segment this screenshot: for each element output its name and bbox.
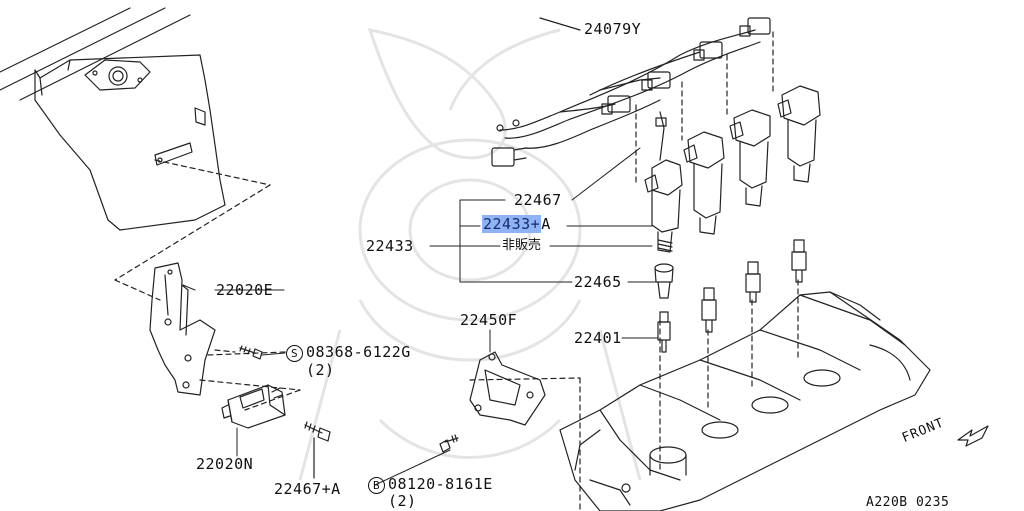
label-bolt-08368-qty: (2)	[306, 361, 335, 379]
leader-lines	[182, 147, 659, 486]
spark-plug-4	[791, 239, 807, 283]
label-22433a-highlight[interactable]: 22433+	[482, 215, 542, 233]
label-22433a-suffix: A	[541, 215, 551, 233]
label-22433[interactable]: 22433	[366, 237, 414, 255]
label-22401[interactable]: 22401	[574, 329, 622, 347]
ignition-coil-3	[729, 109, 771, 207]
wiring-harness-24079y	[491, 17, 771, 167]
seal-22465	[654, 263, 674, 299]
bolt-22467a	[304, 421, 331, 479]
symbol-b-icon: B	[368, 477, 385, 494]
watermark-logo	[298, 28, 642, 481]
ignition-coil-2	[683, 131, 725, 235]
bracket-22450f	[469, 351, 546, 426]
spark-plug-3	[745, 261, 761, 303]
cylinder-head-cover	[559, 291, 931, 511]
label-22433a[interactable]: 22433+A	[482, 215, 551, 233]
ignition-coil-4	[777, 85, 821, 183]
guide-lines-left	[114, 159, 301, 411]
label-bolt-08120-number: 08120-8161E	[388, 475, 493, 493]
spring-22433	[657, 239, 673, 252]
engine-body-left	[0, 7, 226, 231]
label-22467a[interactable]: 22467+A	[274, 480, 341, 498]
label-22020e[interactable]: 22020E	[216, 281, 274, 299]
guide-lines-coils	[469, 31, 799, 511]
label-22450f[interactable]: 22450F	[460, 311, 518, 329]
label-22465[interactable]: 22465	[574, 273, 622, 291]
label-not-sold: 非販売	[502, 238, 542, 253]
label-24079y[interactable]: 24079Y	[584, 20, 642, 38]
bracket-22020e	[149, 262, 216, 396]
spark-plug-2	[701, 287, 717, 333]
figure-code: A220B 0235	[866, 495, 950, 510]
label-bolt-08368-number: 08368-6122G	[306, 343, 411, 361]
spark-plug-22401	[657, 311, 671, 353]
bolt-08120	[439, 434, 459, 453]
label-22467[interactable]: 22467	[514, 191, 562, 209]
label-bolt-08120-qty: (2)	[388, 492, 417, 510]
sensor-22020n	[221, 384, 286, 429]
ignition-coil-1	[644, 111, 683, 253]
label-22020n[interactable]: 22020N	[196, 455, 254, 473]
symbol-s-icon: S	[286, 345, 303, 362]
bolt-08368	[239, 345, 263, 360]
front-arrow-icon	[957, 425, 989, 447]
